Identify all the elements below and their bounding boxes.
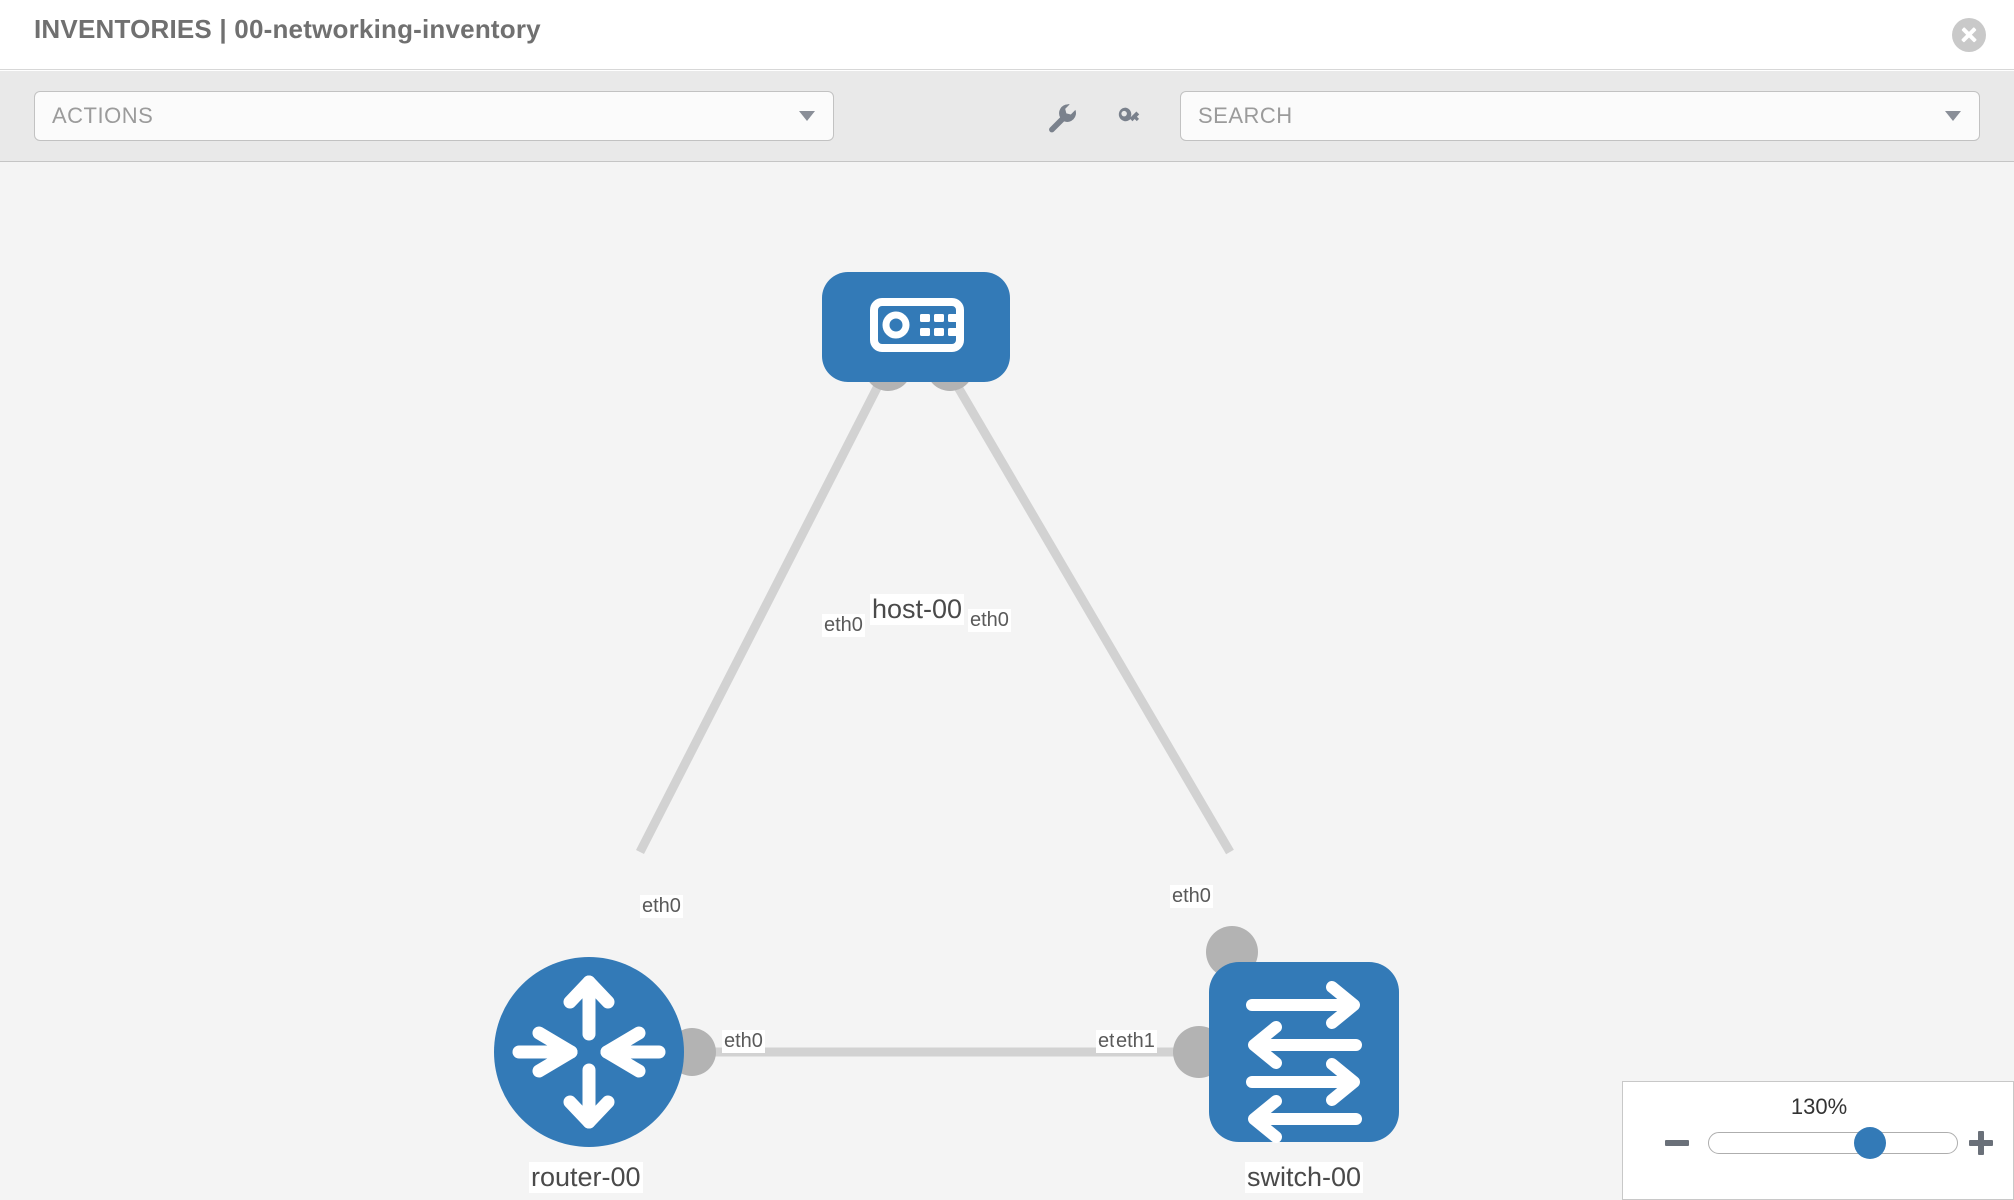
server-icon-leds (920, 314, 958, 336)
minus-icon (1665, 1140, 1689, 1146)
node-host-00 (822, 272, 1010, 382)
page-title: INVENTORIES | 00-networking-inventory (34, 14, 541, 44)
zoom-out-button[interactable] (1663, 1129, 1691, 1157)
topology-graph (494, 272, 1399, 1147)
search-input[interactable]: SEARCH (1180, 91, 1980, 141)
iface-label: eth0 (822, 614, 865, 637)
plus-icon (1978, 1131, 1984, 1155)
wrench-icon[interactable] (1045, 101, 1079, 135)
node-router-00 (494, 957, 684, 1147)
node-label-host-00: host-00 (870, 594, 965, 625)
router-arrows-icon (512, 975, 666, 1129)
node-label-router-00: router-00 (529, 1162, 643, 1193)
actions-dropdown[interactable]: ACTIONS (34, 91, 834, 141)
node-label-switch-00: switch-00 (1245, 1162, 1364, 1193)
node-switch-00 (1209, 962, 1399, 1143)
zoom-control-panel: 130% (1622, 1081, 2014, 1200)
edge-host-switch (951, 379, 1234, 855)
chevron-down-icon (1945, 111, 1961, 121)
switch-arrows-icon (1246, 981, 1362, 1143)
page-header: INVENTORIES | 00-networking-inventory (0, 0, 2014, 70)
topology-canvas[interactable]: eth0 eth0 eth0 eth0 eth0 eth0 eth1 host-… (0, 162, 2014, 1200)
key-icon[interactable] (1113, 101, 1147, 135)
iface-label: eth1 (1114, 1030, 1157, 1053)
server-icon (870, 298, 964, 352)
iface-label: eth0 (722, 1030, 765, 1053)
edge-host-router (635, 379, 885, 855)
iface-label: eth0 (1170, 885, 1213, 908)
topology-edges (635, 379, 1234, 1057)
zoom-in-button[interactable] (1967, 1129, 1995, 1157)
iface-label: eth0 (968, 609, 1011, 632)
close-icon[interactable] (1952, 18, 1986, 52)
actions-dropdown-label: ACTIONS (52, 103, 154, 128)
toolbar: ACTIONS SEARCH (0, 71, 2014, 162)
iface-label: eth0 (640, 895, 683, 918)
chevron-down-icon (799, 111, 815, 121)
search-placeholder: SEARCH (1198, 103, 1293, 128)
zoom-level-label: 130% (1790, 1094, 1848, 1119)
zoom-slider[interactable] (1708, 1127, 1958, 1159)
zoom-slider-thumb[interactable] (1854, 1127, 1887, 1159)
topology-connectors (668, 343, 1258, 1078)
